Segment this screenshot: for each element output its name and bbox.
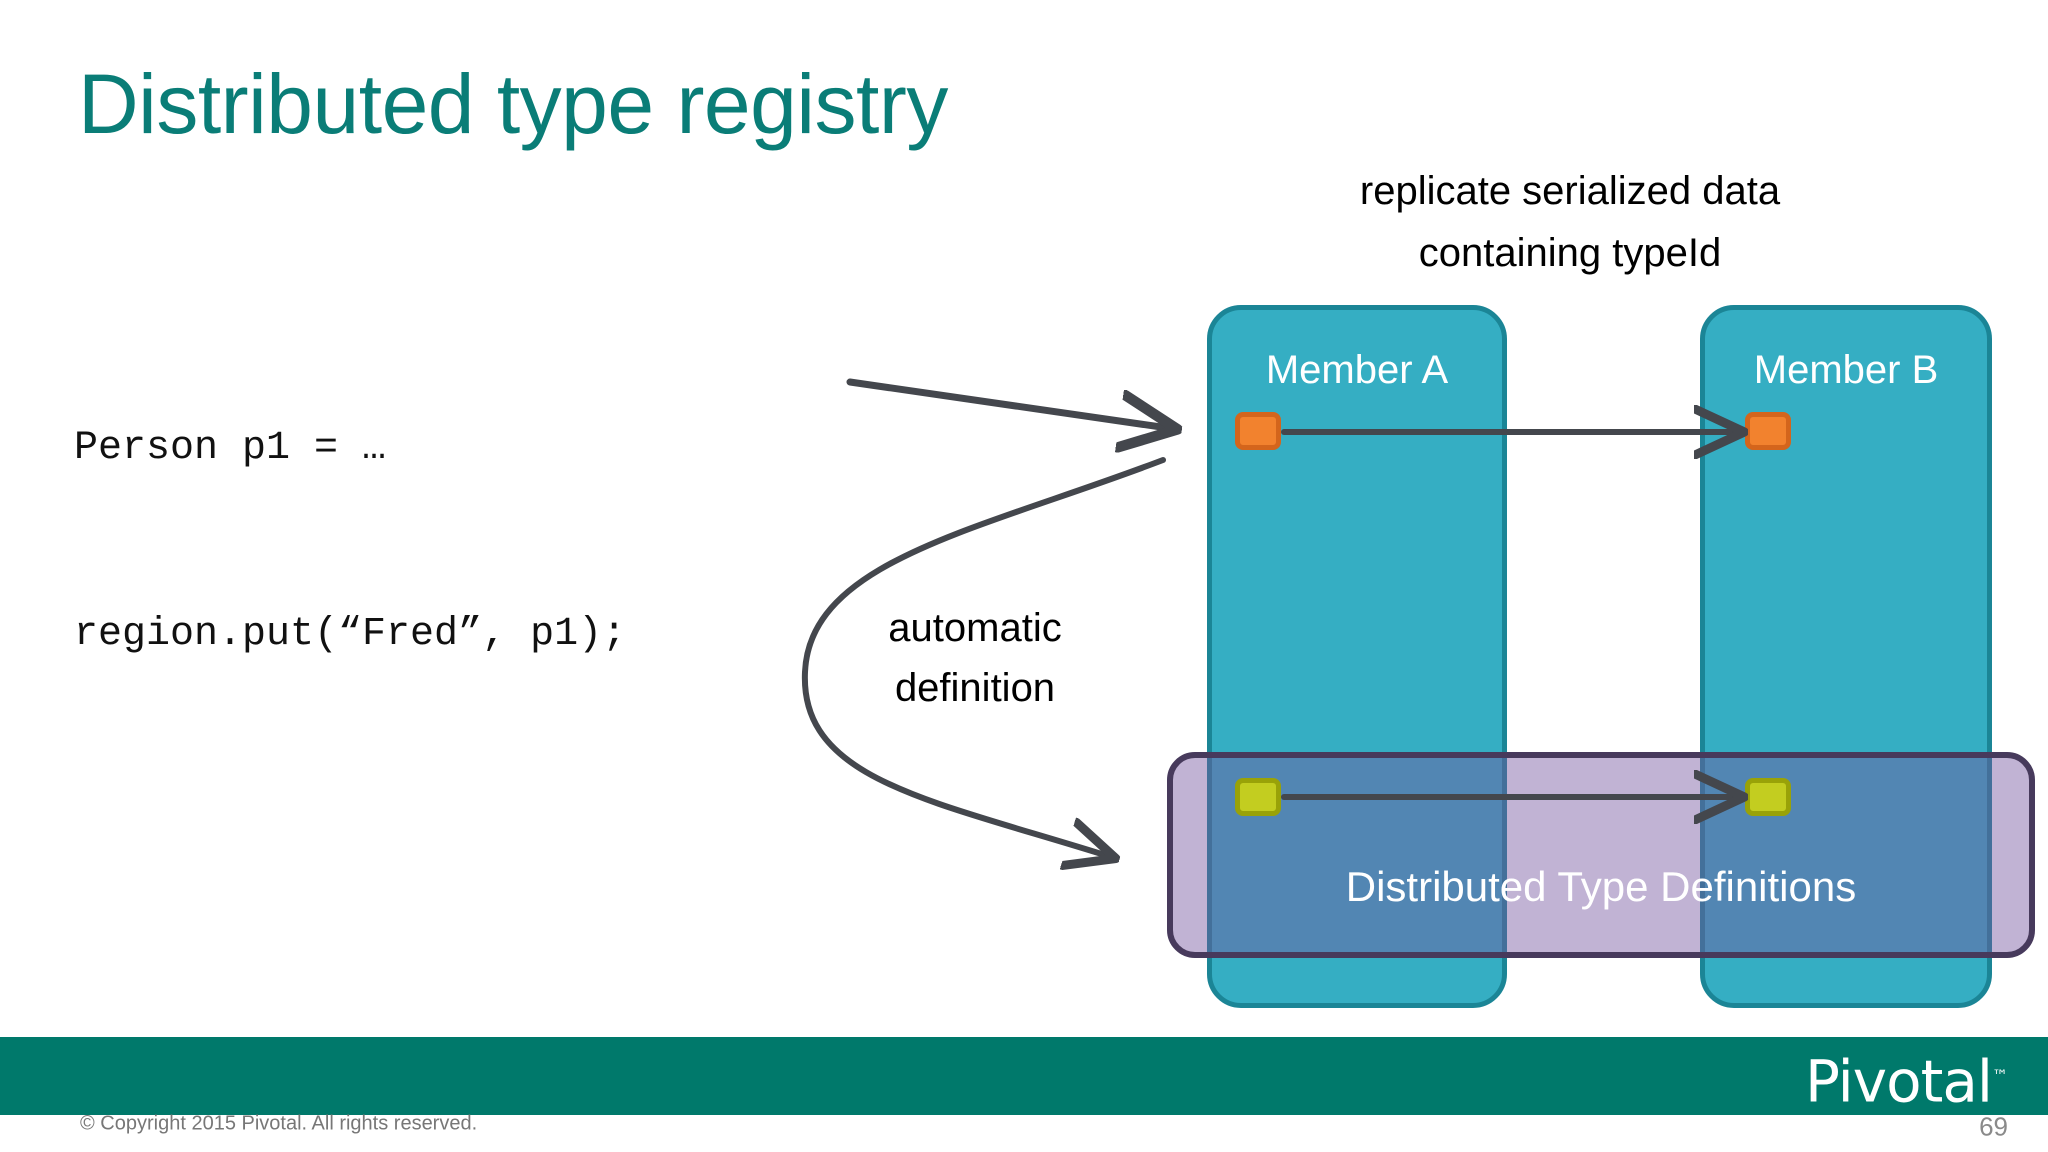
automatic-definition-label: automatic definition [855, 598, 1095, 718]
code-sample: Person p1 = … region.put(“Fred”, p1); [74, 294, 626, 790]
automatic-definition-line-1: automatic [888, 606, 1062, 650]
type-definition-square-member-a [1235, 778, 1281, 816]
trademark-icon: ™ [1992, 1066, 2008, 1085]
copyright-text: © Copyright 2015 Pivotal. All rights res… [80, 1112, 478, 1135]
replicate-caption-line-2: containing typeId [1418, 231, 1722, 275]
code-line-1: Person p1 = … [74, 426, 387, 471]
automatic-definition-line-2: definition [894, 666, 1056, 710]
serialized-data-square-member-a [1235, 412, 1281, 450]
page-number: 69 [1979, 1111, 2008, 1142]
code-line-2: region.put(“Fred”, p1); [74, 612, 627, 657]
member-a-label: Member A [1265, 348, 1449, 392]
replicate-caption-line-1: replicate serialized data [1359, 169, 1781, 213]
pivotal-logo: Pivotal™ [1805, 1045, 2008, 1112]
arrow-code-to-member-a [846, 378, 1168, 428]
member-b-label: Member B [1753, 348, 1939, 392]
distributed-type-definitions-label: Distributed Type Definitions [1345, 863, 1857, 910]
member-b-box: Member B [1700, 305, 1992, 1008]
replicate-caption: replicate serialized data containing typ… [1290, 160, 1850, 284]
serialized-data-square-member-b [1745, 412, 1791, 450]
distributed-type-definitions-band: Distributed Type Definitions [1167, 752, 2035, 958]
footer-bar: Pivotal™ [0, 1037, 2048, 1115]
type-definition-square-member-b [1745, 778, 1791, 816]
pivotal-logo-text: Pivotal [1804, 1047, 1993, 1116]
page-title: Distributed type registry [78, 57, 948, 151]
